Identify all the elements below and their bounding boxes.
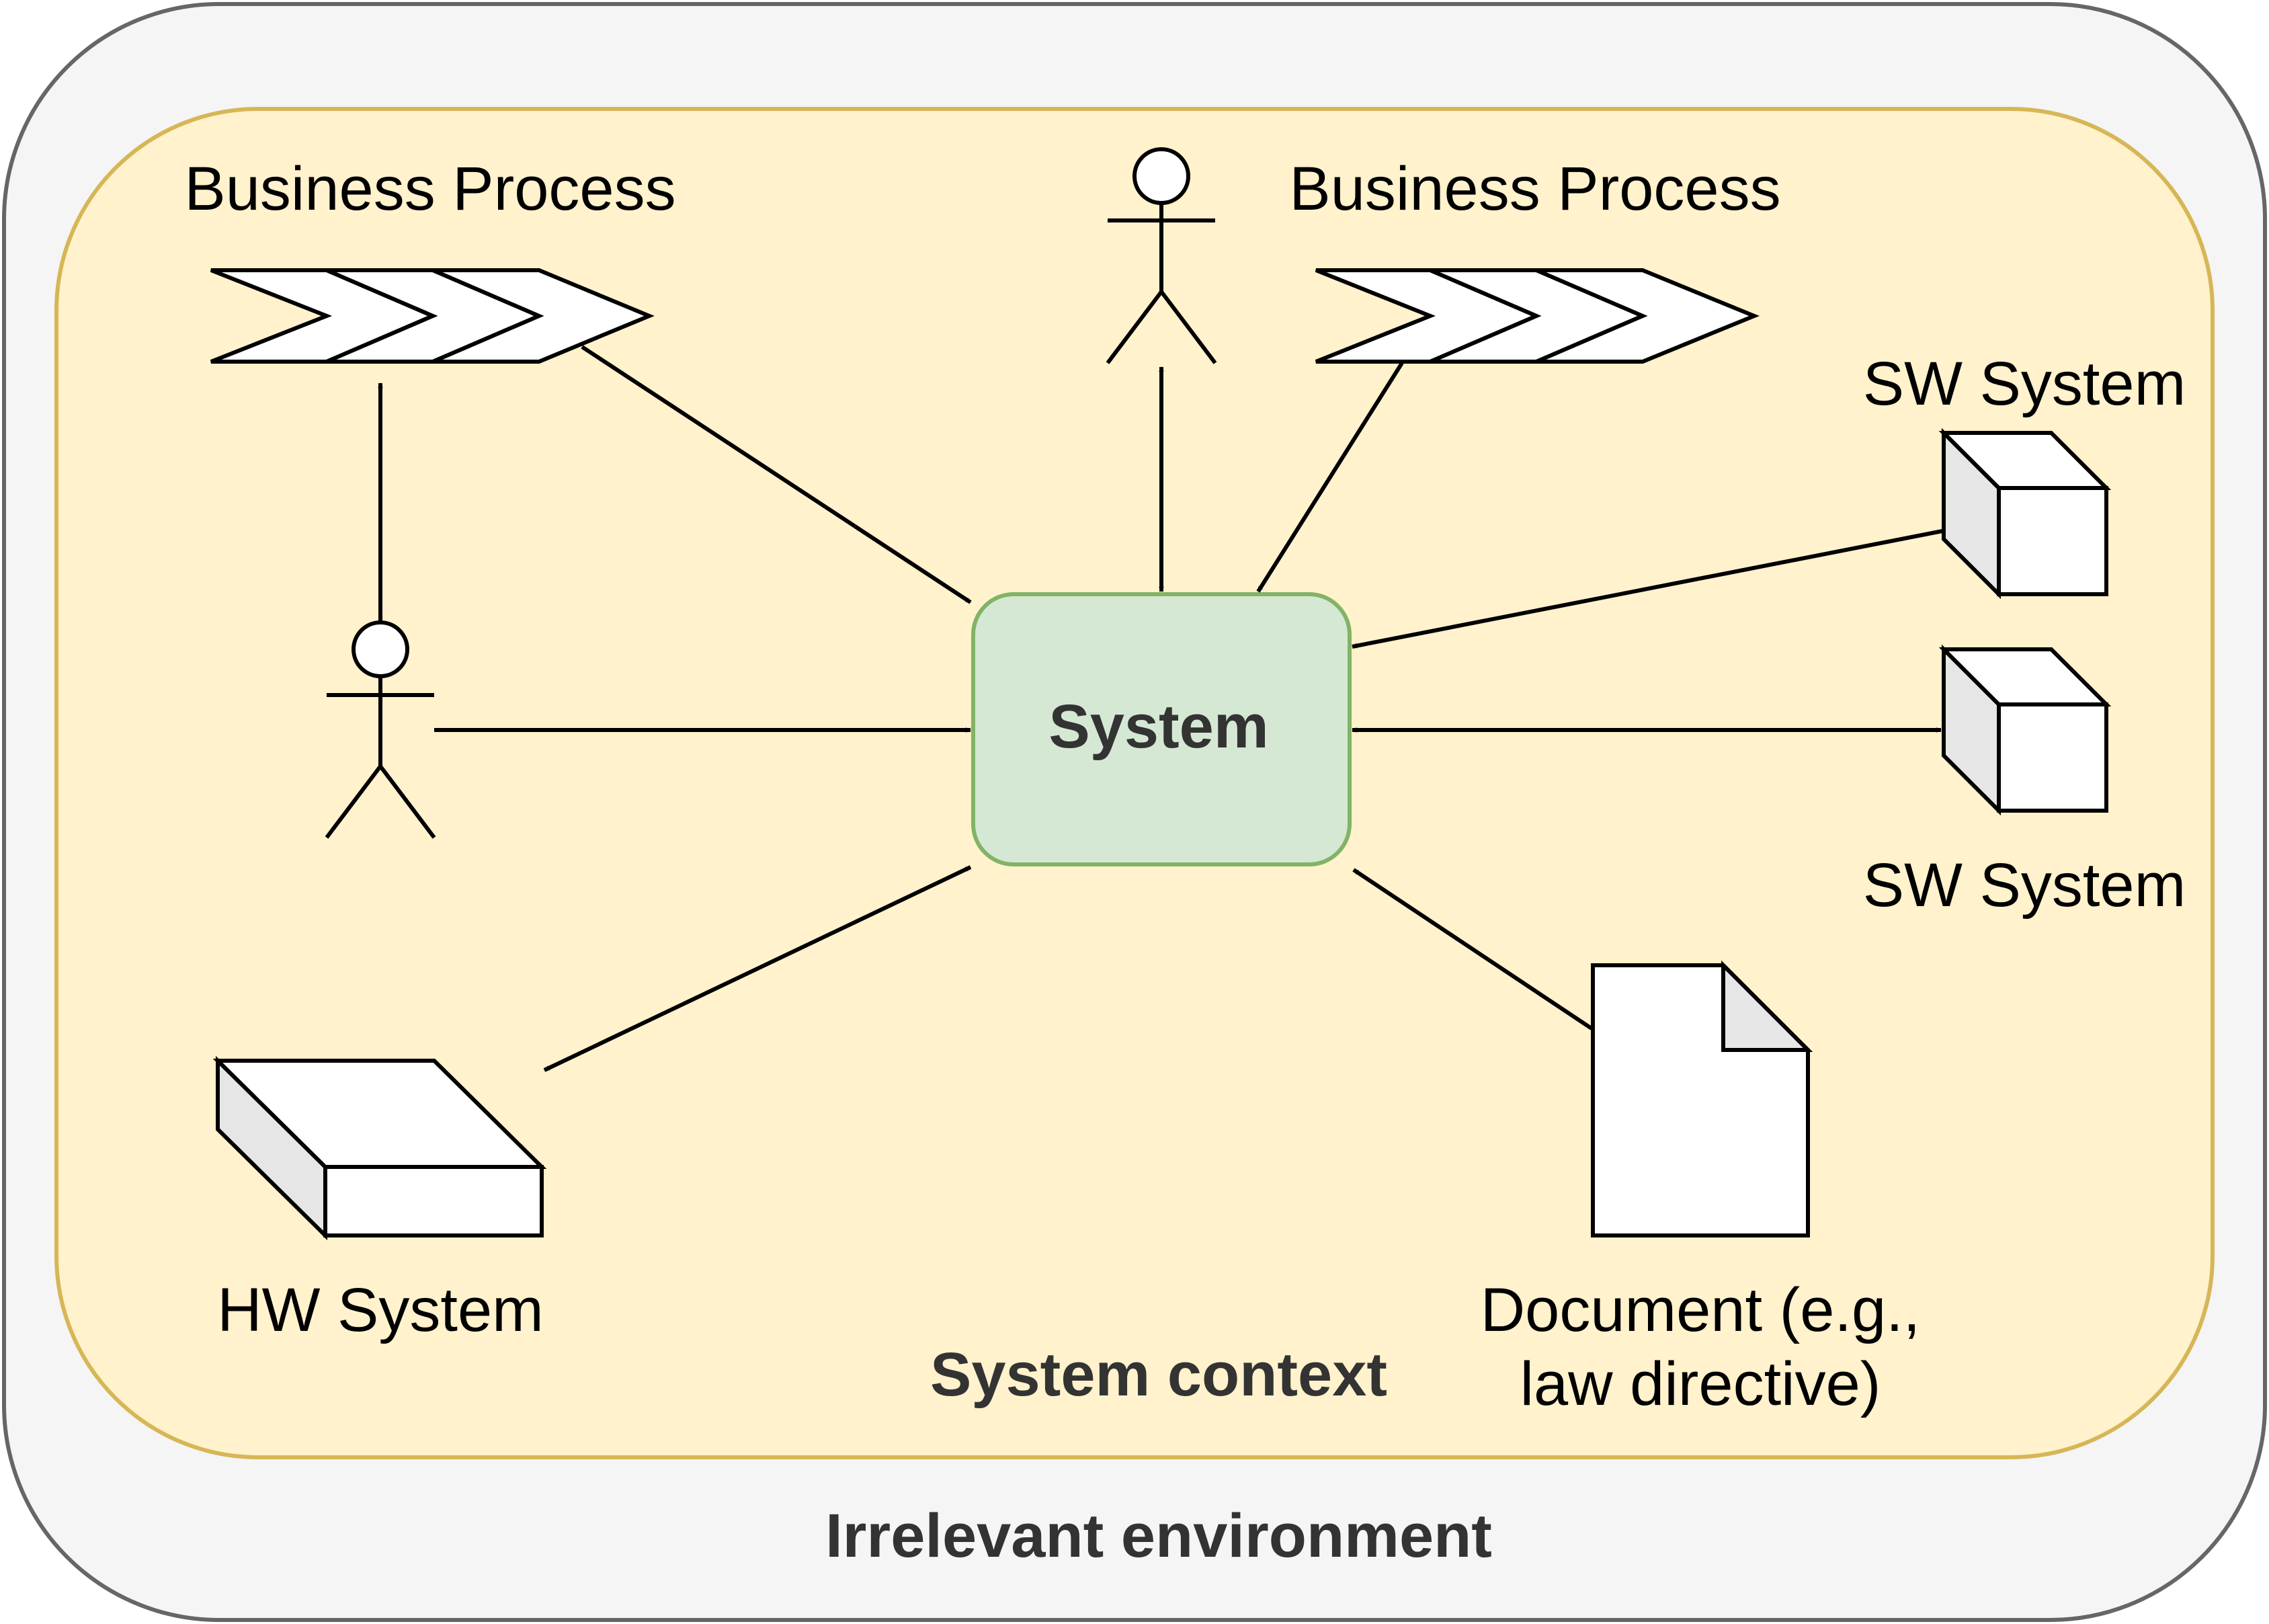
document-label-line2: law directive) <box>1520 1350 1881 1418</box>
hw-system-icon <box>212 1055 547 1241</box>
connectors <box>378 345 1943 1072</box>
arrow-bp-right-to-system <box>1256 362 1404 593</box>
irrelevant-environment-label: Irrelevant environment <box>825 1502 1492 1570</box>
business-process-left-icon <box>210 268 655 364</box>
business-process-left-label: Business Process <box>184 155 675 223</box>
system-box[interactable] <box>971 592 1352 866</box>
system-context-label: System context <box>930 1340 1387 1409</box>
sw-system-top-label: SW System <box>1863 350 2186 418</box>
actor-top-icon <box>1106 147 1217 364</box>
business-process-right-icon <box>1315 268 1760 364</box>
hw-system-label: HW System <box>217 1276 544 1344</box>
document-label-line1: Document (e.g., <box>1481 1276 1921 1344</box>
arrow-document-to-system <box>1352 868 1593 1030</box>
arrow-sw-top-to-system <box>1352 529 1943 649</box>
business-process-right-label: Business Process <box>1289 155 1780 223</box>
arrow-system-hw <box>543 865 972 1072</box>
actor-left-icon <box>325 620 436 839</box>
document-icon <box>1591 960 1813 1237</box>
arrow-bp-left-to-system <box>581 345 972 604</box>
sw-system-bottom-label: SW System <box>1863 851 2186 920</box>
sw-system-bottom-icon <box>1938 644 2112 816</box>
sw-system-top-icon <box>1938 428 2112 600</box>
system-label: System <box>1048 692 1268 761</box>
